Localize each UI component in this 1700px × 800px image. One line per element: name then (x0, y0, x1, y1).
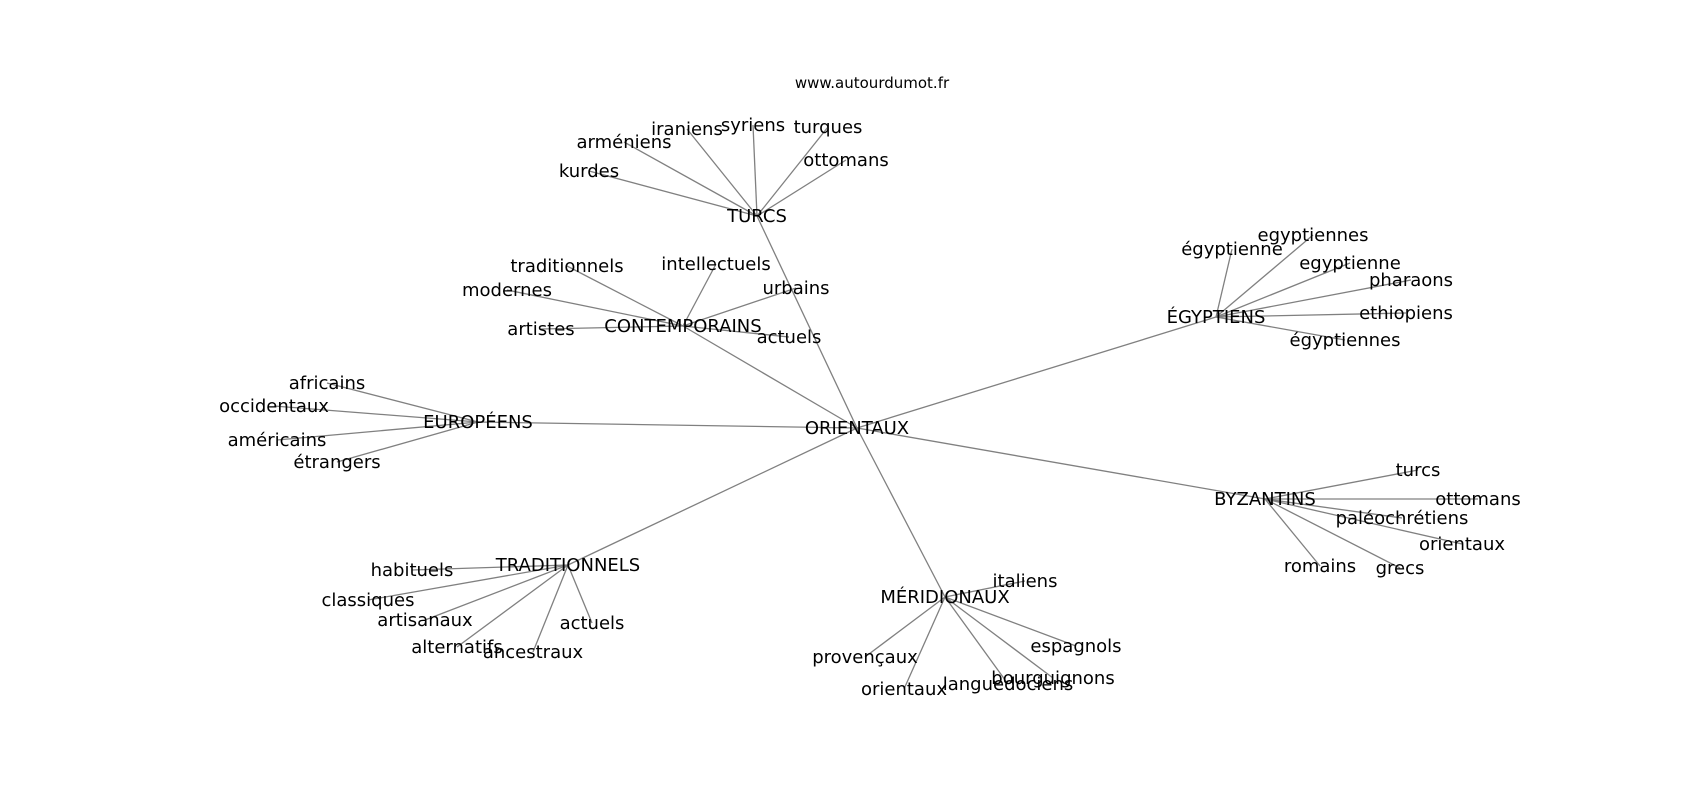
edge-hub-leaf (756, 159, 847, 217)
edge-hub-leaf (903, 596, 946, 690)
leaf-node: intellectuels (661, 254, 770, 275)
leaf-node: artistes (507, 319, 574, 340)
edge-hub-leaf (682, 325, 790, 338)
edge-hub-leaf (1215, 262, 1351, 318)
edge-center-hub (856, 316, 1217, 429)
leaf-node: turcs (1396, 460, 1441, 481)
leaf-node: turques (794, 117, 863, 138)
hub-node: BYZANTINS (1214, 489, 1316, 510)
leaf-node: actuels (560, 613, 625, 634)
leaf-node: africains (289, 373, 365, 394)
leaf-node: iraniens (651, 119, 723, 140)
edge-hub-leaf (273, 405, 479, 423)
leaf-node: occidentaux (219, 396, 329, 417)
edge-hub-leaf (944, 596, 1009, 685)
watermark: www.autourdumot.fr (795, 74, 950, 92)
leaf-node: kurdes (559, 161, 619, 182)
edge-hub-leaf (567, 564, 593, 624)
leaf-node: ethiopiens (1359, 303, 1453, 324)
hub-node: CONTEMPORAINS (604, 316, 761, 337)
edge-hub-leaf (336, 421, 479, 463)
hub-node: MÉRIDIONAUX (880, 586, 1009, 608)
edge-hub-leaf (1264, 498, 1403, 519)
edge-hub-leaf (540, 325, 684, 330)
edge-hub-leaf (944, 596, 1054, 679)
leaf-node: syriens (721, 115, 785, 136)
edge-hub-leaf (411, 564, 569, 571)
leaf-node: orientaux (861, 679, 947, 700)
edge-hub-leaf (1264, 469, 1419, 500)
edge-center-hub (856, 427, 1266, 500)
edge-center-hub (567, 427, 858, 566)
leaf-node: bourguignons (991, 668, 1114, 689)
leaf-node: grecs (1376, 558, 1425, 579)
leaf-node: alternatifs (411, 637, 502, 658)
edge-hub-leaf (1215, 279, 1412, 318)
edge-hub-leaf (686, 128, 758, 217)
leaf-node: artisanaux (377, 610, 473, 631)
edges (273, 124, 1478, 690)
leaf-node: egyptienne (1299, 253, 1401, 274)
leaf-node: orientaux (1419, 534, 1505, 555)
edge-hub-leaf (367, 564, 569, 601)
leaf-node: urbains (762, 278, 829, 299)
leaf-node: egyptiennes (1258, 225, 1369, 246)
hub-node: TRADITIONNELS (495, 555, 640, 576)
edge-hub-leaf (864, 596, 946, 658)
center-node: ORIENTAUX (805, 418, 909, 439)
leaf-node: romains (1284, 556, 1356, 577)
edge-hub-leaf (456, 564, 569, 648)
leaf-node: ancestraux (483, 642, 584, 663)
hub-node: TURCS (726, 206, 787, 227)
edge-hub-leaf (1215, 234, 1314, 318)
edge-hub-leaf (944, 580, 1026, 598)
leaf-node: égyptiennes (1290, 330, 1401, 351)
leaf-node: traditionnels (510, 256, 623, 277)
edge-hub-leaf (326, 382, 479, 423)
edge-center-hub (682, 325, 858, 429)
labels: ORIENTAUX TURCS kurdes arméniensiranienssyr… (219, 115, 1521, 700)
edge-center-hub (756, 215, 858, 429)
edge-hub-leaf (506, 289, 684, 327)
leaf-node: pharaons (1369, 270, 1453, 291)
edge-hub-leaf (1264, 498, 1401, 569)
edge-hub-leaf (1264, 498, 1321, 567)
leaf-node: américains (228, 430, 327, 451)
edge-hub-leaf (756, 126, 829, 217)
leaf-node: arméniens (577, 132, 672, 153)
leaf-node: actuels (757, 327, 822, 348)
edge-center-hub (477, 421, 858, 429)
leaf-node: paléochrétiens (1336, 508, 1469, 529)
edge-hub-leaf (588, 170, 758, 217)
edge-hub-leaf (276, 421, 479, 441)
edge-hub-leaf (1215, 312, 1407, 318)
leaf-node: habituels (371, 560, 454, 581)
edge-hub-leaf (532, 564, 569, 653)
edge-hub-leaf (682, 263, 717, 327)
leaf-node: languedociens (943, 674, 1074, 695)
edge-hub-leaf (1264, 498, 1463, 545)
edge-hub-leaf (1215, 248, 1233, 318)
edge-hub-leaf (566, 265, 684, 327)
edge-center-hub (856, 427, 946, 598)
leaf-node: modernes (462, 280, 552, 301)
leaf-node: étrangers (293, 452, 380, 473)
edge-hub-leaf (424, 564, 569, 621)
hub-node: ÉGYPTIENS (1167, 306, 1266, 328)
edge-hub-leaf (752, 124, 758, 217)
leaf-node: ottomans (1435, 489, 1521, 510)
hub-node: EUROPÉENS (423, 411, 533, 433)
leaf-node: italiens (993, 571, 1058, 592)
leaf-node: espagnols (1030, 636, 1121, 657)
leaf-node: ottomans (803, 150, 889, 171)
edge-hub-leaf (1215, 316, 1346, 341)
edge-hub-leaf (682, 287, 797, 327)
edge-hub-leaf (623, 141, 758, 217)
leaf-node: classiques (322, 590, 415, 611)
leaf-node: provençaux (812, 647, 918, 668)
edge-hub-leaf (944, 596, 1077, 647)
leaf-node: égyptienne (1181, 239, 1283, 260)
